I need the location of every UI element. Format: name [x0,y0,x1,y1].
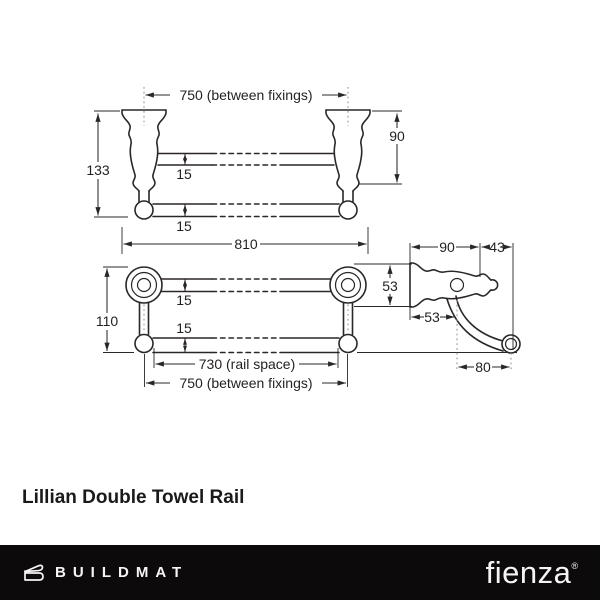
dim-label-front-drop-to-stem: 90 [389,128,405,144]
plan-left-stem [138,301,150,336]
front-right-finial [338,200,358,220]
dim-label-plan-projection: 110 [96,313,119,329]
dim-plan-bottom-rail-diameter: 15 [176,320,192,352]
plan-top-rail [161,278,331,293]
front-left-stem [138,190,150,203]
side-arm [446,295,504,352]
plan-left-flange [125,266,163,304]
dim-front-between-fixings: 750 (between fixings) [145,87,347,103]
dim-label-front-overall-drop: 133 [86,162,110,178]
dim-label-front-bottom-rail-diameter: 15 [176,218,192,234]
dim-label-front-top-rail-diameter: 15 [176,166,192,182]
plan-view: 110 15 15 53 [96,263,517,391]
plan-right-stem [342,301,354,336]
dim-label-side-wall-to-stem: 53 [424,309,440,325]
dim-label-plan-top-rail-diameter: 15 [176,292,192,308]
dim-side-bracket-depth: 90 [409,239,514,350]
dim-label-plan-between-fixings: 750 (between fixings) [179,375,312,391]
dim-label-side-rail-overhang: 43 [489,239,505,255]
dim-plan-projection: 110 [96,266,134,353]
dim-label-front-between-fixings: 750 (between fixings) [179,87,312,103]
buildmat-logo: BUILDMAT [22,562,188,583]
dim-label-side-stem-to-rail: 80 [475,359,491,375]
side-rail-section-inner [504,337,518,351]
dim-label-side-bracket-depth: 90 [439,239,455,255]
technical-drawing: 750 (between fixings) 133 90 15 [86,87,521,391]
dim-side-stem-to-rail: 80 [458,359,510,375]
dim-front-top-rail-diameter: 15 [176,154,192,182]
dim-label-overall-width: 810 [234,236,258,252]
plan-right-finial [338,333,358,354]
buildmat-towel-icon [24,564,44,581]
dim-front-overall-drop: 133 [86,110,128,218]
dim-side-wall-to-stem: 53 [411,309,455,325]
side-view: 90 43 53 80 [409,239,521,375]
dim-front-drop-to-stem: 90 [358,110,405,185]
front-left-finial [134,200,154,220]
dim-label-plan-bottom-rail-diameter: 15 [176,320,192,336]
fienza-wordmark: fienza [485,555,572,590]
front-bottom-rail [152,203,340,218]
front-right-stem [342,190,354,203]
footer-bar: BUILDMAT fienza® [0,545,600,600]
dim-flange-diameter: 53 [354,263,412,307]
dim-rail-space: 730 (rail space) [153,348,339,372]
dim-front-bottom-rail-diameter: 15 [176,204,192,234]
plan-left-finial [134,333,154,354]
buildmat-wordmark: BUILDMAT [55,564,189,581]
front-top-rail [157,152,335,166]
plan-bottom-rail [152,337,340,354]
dim-overall-width: 810 [121,227,369,254]
dim-plan-top-rail-diameter: 15 [176,279,192,308]
plan-right-flange [329,266,367,304]
dim-label-rail-space: 730 (rail space) [199,356,296,372]
front-view: 750 (between fixings) 133 90 15 [86,87,405,254]
dim-label-flange-diameter: 53 [382,278,398,294]
product-title: Lillian Double Towel Rail [22,487,245,508]
side-screw-hole [449,277,465,293]
side-bracket-knob [490,279,499,291]
dim-side-rail-overhang: 43 [481,239,512,255]
registered-mark: ® [571,561,578,571]
dim-plan-between-fixings: 750 (between fixings) [144,354,348,391]
fienza-logo: fienza® [486,557,578,588]
plan-stem-centerlines [143,290,349,332]
